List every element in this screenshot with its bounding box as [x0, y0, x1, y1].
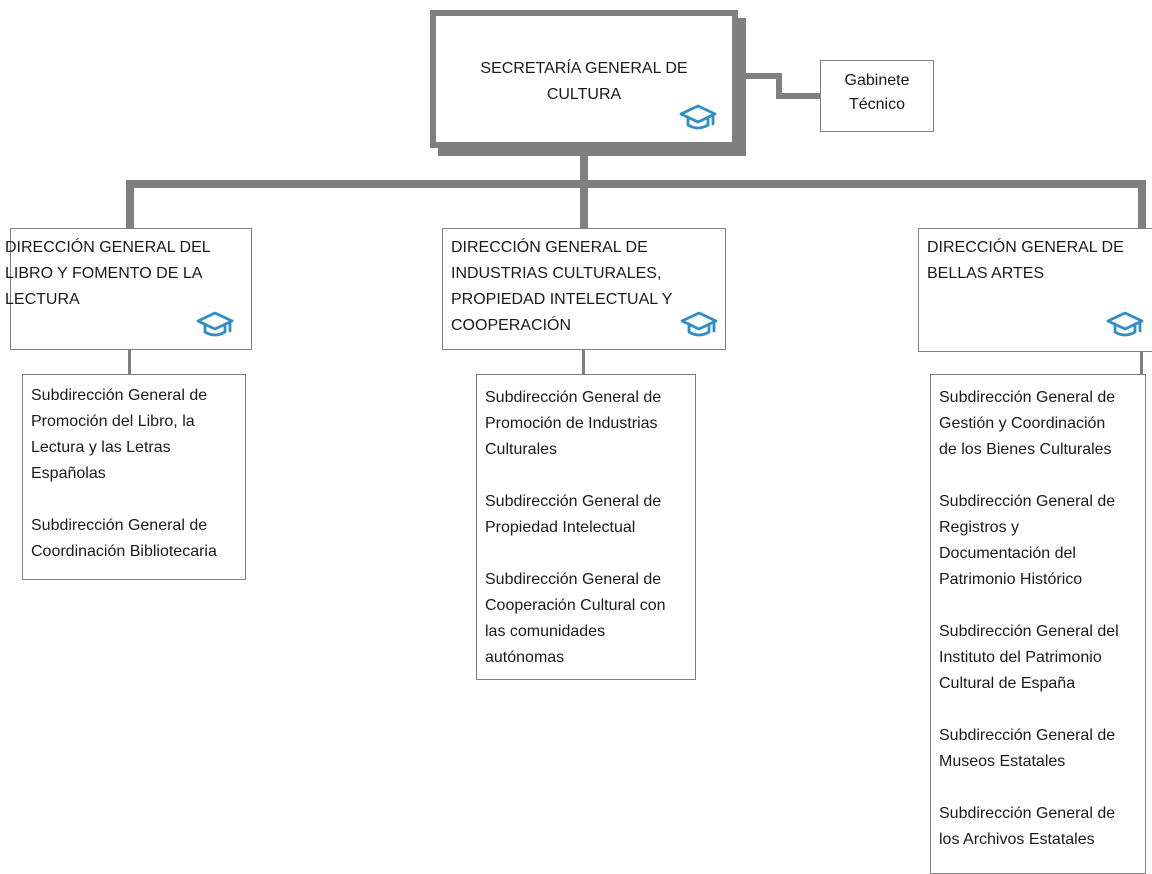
sub-item: Subdirección General de Museos Estatales — [939, 727, 1116, 770]
division-box-industrias: DIRECCIÓN GENERAL DE INDUSTRIAS CULTURAL… — [442, 228, 726, 350]
division-box-libro: DIRECCIÓN GENERAL DEL LIBRO Y FOMENTO DE… — [5, 228, 252, 350]
connector-side-v — [776, 73, 782, 99]
division-title-libro: DIRECCIÓN GENERAL DEL LIBRO Y FOMENTO DE… — [5, 239, 211, 308]
connector-div2-drop — [582, 348, 585, 374]
secretaria-general-title: SECRETARÍA GENERAL DE CULTURA — [480, 60, 688, 103]
connector-left-drop — [126, 180, 134, 230]
sub-item: Subdirección General de Promoción de Ind… — [485, 389, 662, 458]
connector-right-drop — [1138, 180, 1146, 230]
secretaria-general-box: SECRETARÍA GENERAL DE CULTURA — [430, 10, 738, 148]
graduation-cap-icon — [195, 309, 235, 339]
sub-item: Subdirección General de Coordinación Bib… — [31, 517, 217, 560]
sub-list-bellas-artes: Subdirección General de Gestión y Coordi… — [930, 374, 1146, 874]
sub-item: Subdirección General de Cooperación Cult… — [485, 571, 666, 666]
division-title-industrias: DIRECCIÓN GENERAL DE INDUSTRIAS CULTURAL… — [451, 239, 673, 334]
sub-item: Subdirección General del Instituto del P… — [939, 623, 1119, 692]
graduation-cap-icon — [1105, 309, 1145, 339]
connector-div1-drop — [128, 348, 131, 374]
graduation-cap-icon — [678, 102, 718, 132]
connector-horizontal-bar — [126, 180, 1146, 188]
connector-top-vertical — [580, 148, 588, 230]
sub-item: Subdirección General de Registros y Docu… — [939, 493, 1116, 588]
sub-item: Subdirección General de los Archivos Est… — [939, 805, 1116, 848]
graduation-cap-icon — [679, 309, 719, 339]
connector-div3-drop — [1140, 350, 1143, 376]
gabinete-tecnico-box: Gabinete Técnico — [820, 60, 934, 132]
gabinete-tecnico-label: Gabinete Técnico — [844, 72, 910, 113]
connector-side-h2 — [776, 93, 822, 99]
sub-list-libro: Subdirección General de Promoción del Li… — [22, 374, 246, 580]
connector-side-h1 — [738, 73, 780, 79]
division-box-bellas-artes: DIRECCIÓN GENERAL DE BELLAS ARTES — [918, 228, 1152, 352]
sub-item: Subdirección General de Gestión y Coordi… — [939, 389, 1116, 458]
sub-list-industrias: Subdirección General de Promoción de Ind… — [476, 374, 696, 680]
division-title-bellas-artes: DIRECCIÓN GENERAL DE BELLAS ARTES — [927, 239, 1124, 282]
sub-item: Subdirección General de Promoción del Li… — [31, 387, 208, 482]
sub-item: Subdirección General de Propiedad Intele… — [485, 493, 662, 536]
